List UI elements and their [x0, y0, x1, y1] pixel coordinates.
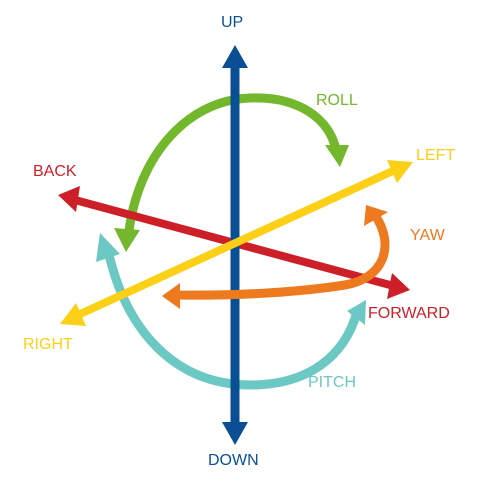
label-pitch: PITCH — [308, 374, 356, 391]
pitch-arrow — [96, 233, 366, 390]
label-left: LEFT — [416, 147, 456, 164]
label-roll: ROLL — [316, 92, 358, 109]
label-yaw: YAW — [410, 227, 445, 244]
label-forward: FORWARD — [368, 305, 450, 322]
label-up: UP — [221, 14, 244, 31]
label-back: BACK — [33, 163, 77, 180]
left-right-arrow — [60, 160, 413, 326]
label-right: RIGHT — [23, 336, 73, 353]
label-down: DOWN — [208, 452, 259, 469]
yaw-arrow — [162, 205, 390, 309]
